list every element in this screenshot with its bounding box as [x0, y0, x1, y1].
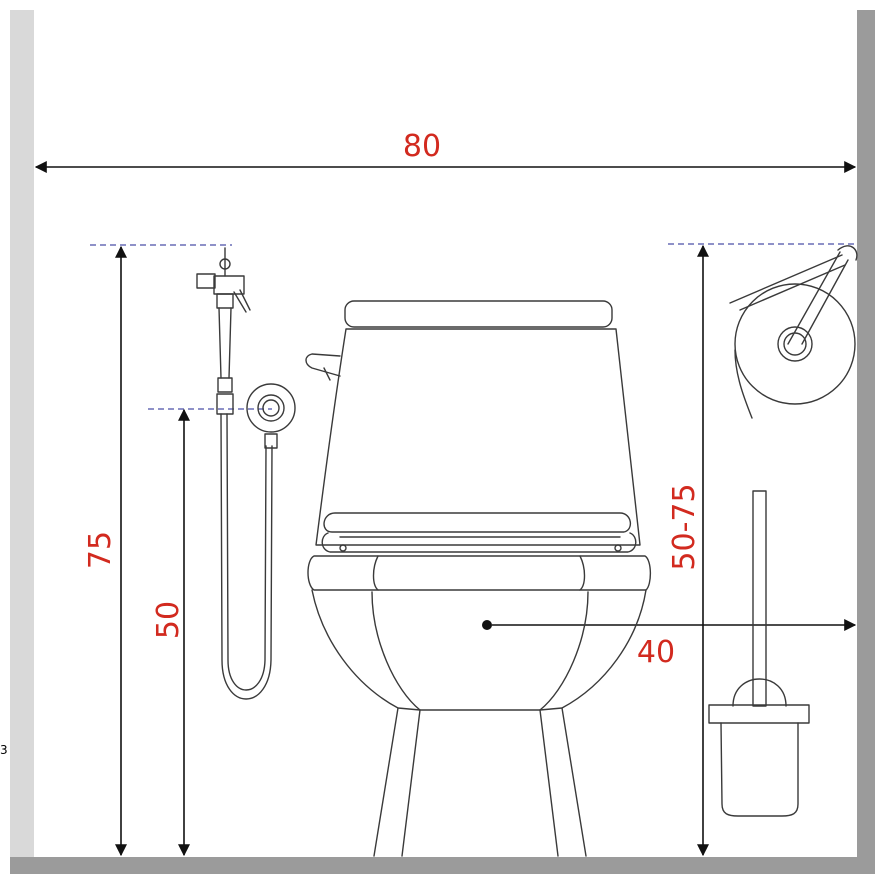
- toilet-paper-illustration: [729, 245, 858, 419]
- paper-height-label: 50-75: [667, 483, 702, 570]
- bowl-offset-label: 40: [637, 635, 675, 670]
- floor: [10, 857, 875, 874]
- hand-sprayer-illustration: [196, 247, 296, 700]
- toilet-brush-illustration: [708, 490, 810, 817]
- sprayer-height-label: 75: [83, 531, 118, 569]
- right-wall: [857, 10, 875, 874]
- holder-height-label: 50: [151, 601, 186, 639]
- left-wall: [10, 10, 34, 874]
- toilet-illustration: [305, 300, 652, 857]
- bowl-center-dot: [482, 620, 492, 630]
- side-mark: 3: [0, 743, 8, 757]
- width-dimension-label: 80: [403, 129, 441, 164]
